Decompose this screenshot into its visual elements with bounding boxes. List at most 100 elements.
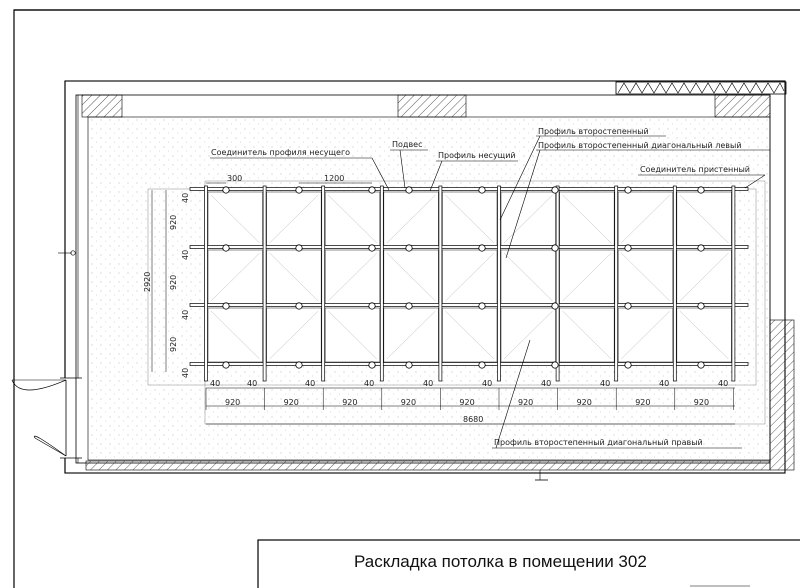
hanger [295,302,303,310]
dim-text-gap-bottom: 40 [305,379,315,388]
hanger [222,302,230,310]
dim-text-gap-bottom: 40 [659,379,669,388]
diagonal-profile [562,252,612,302]
hanger [222,361,230,369]
hanger [222,186,230,194]
diagonal-profile [679,252,729,302]
secondary-profile [379,185,384,382]
diagonal-profile [503,194,553,244]
dimension-lines [151,182,735,425]
hanger [478,302,486,310]
diagonal-profile [328,194,377,244]
hanger [295,361,303,369]
hanger [405,361,413,369]
title-block [257,539,800,588]
dim-text-panel-2: 920 [169,275,178,290]
hanger [368,302,376,310]
dim-text-1200: 1200 [324,174,344,183]
hanger [551,302,559,310]
wall-connector-label: Соединитель пристенный [640,165,750,174]
column-hatch-3 [714,94,771,118]
dim-text-panel-bottom: 920 [284,398,299,407]
hanger [478,361,486,369]
diagonal-right-label: Профиль второстепенный диагональный прав… [494,438,703,447]
hanger [697,244,705,252]
diagonal-left-label: Профиль второстепенный диагональный левы… [538,141,742,150]
dim-text-gap-bottom: 40 [482,379,492,388]
hanger [624,186,632,194]
dim-text-gap-bottom: 40 [541,379,551,388]
hanger [697,186,705,194]
hanger [222,244,230,252]
dim-text-panel-bottom: 920 [401,398,416,407]
secondary-profile [321,185,326,382]
diagonal-profile [445,310,495,360]
dim-text-gap-1: 40 [181,193,190,203]
hanger [551,244,559,252]
diagonal-profile [679,310,729,360]
diagonal-profile [445,194,495,244]
hanger [624,302,632,310]
dim-text-panel-bottom: 920 [459,398,474,407]
hanger [405,302,413,310]
dim-text-width-total: 8680 [463,415,483,424]
column-hatch-2 [397,94,467,118]
window-grille [615,81,787,95]
diagonal-profile [269,310,319,360]
dim-text-gap-2: 40 [181,250,190,260]
secondary-profile [438,185,443,382]
hanger [551,186,559,194]
dim-text-panel-bottom: 920 [694,398,709,407]
hanger [697,302,705,310]
diagonal-profile [328,252,377,302]
hanger [368,186,376,194]
dim-text-panel-bottom: 920 [342,398,357,407]
main-profile-label: Профиль несущий [438,151,516,160]
diagonal-profile [503,310,553,360]
secondary-profile [555,185,560,382]
dim-text-gap-bottom: 40 [718,379,728,388]
hanger [405,244,413,252]
main-profile [189,303,749,307]
dim-text-gap-4: 40 [181,368,190,378]
secondary-profile [614,185,619,382]
diagonal-profile [386,194,436,244]
dim-text-gap-bottom: 40 [364,379,374,388]
ceiling-grid [147,180,766,425]
dim-text-panel-bottom: 920 [577,398,592,407]
diagonal-profile [621,310,670,360]
hanger [478,244,486,252]
secondary-profile [731,185,736,382]
wall-markers [58,250,548,481]
dim-text-gap-bottom: 40 [210,379,220,388]
dim-text-gap-3: 40 [181,310,190,320]
door [11,377,82,459]
diagonal-profile [562,310,612,360]
diagonal-profile [269,194,319,244]
hanger [368,244,376,252]
dim-text-gap-bottom: 40 [247,379,257,388]
hanger [697,361,705,369]
dim-text-gap-bottom: 40 [423,379,433,388]
secondary-profile [672,185,677,382]
hanger [368,361,376,369]
dim-text-panel-bottom: 920 [225,398,240,407]
secondary-profile [497,185,501,382]
diagonal-profile [386,310,436,360]
diagonal-profile [562,194,612,244]
diagonal-profile [269,252,319,302]
hanger [295,244,303,252]
hanger-label: Подвес [392,140,422,149]
secondary-profile [262,185,267,382]
diagonal-profile [621,194,670,244]
connector-main-label: Соединитель профиля несущего [211,148,350,157]
dim-text-panel-bottom: 920 [635,398,650,407]
diagonal-profile [210,310,260,360]
diagonal-profile [445,252,495,302]
diagonal-profile [679,194,729,244]
dim-text-panel-bottom: 920 [518,398,533,407]
main-profile [189,187,749,191]
